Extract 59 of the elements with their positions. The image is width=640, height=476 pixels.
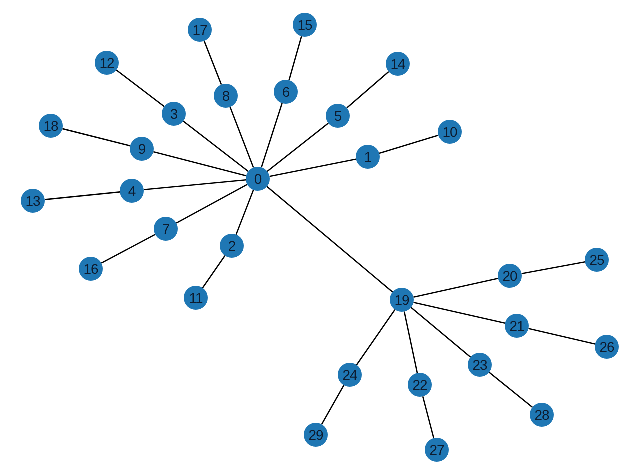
edge-line: [288, 36, 302, 81]
edge-line: [379, 134, 439, 154]
graph-node: 13: [21, 189, 45, 213]
graph-node: 11: [184, 286, 208, 310]
graph-node: 7: [154, 217, 178, 241]
graph-node: 0: [246, 167, 270, 191]
graph-node: 28: [530, 403, 554, 427]
edge-line: [414, 278, 498, 298]
edge-line: [44, 192, 120, 200]
edge-line: [202, 256, 226, 288]
edge-line: [144, 180, 246, 190]
graph-node: 10: [438, 120, 462, 144]
graph-node: 16: [79, 257, 103, 281]
graph-node: 19: [390, 288, 414, 312]
graph-node: 4: [120, 179, 144, 203]
edge-line: [266, 186, 394, 293]
edge-line: [230, 106, 254, 168]
edge-line: [261, 103, 283, 168]
edge-line: [346, 71, 390, 109]
edge-line: [422, 396, 435, 439]
graph-node: 1: [356, 145, 380, 169]
graph-node: 23: [468, 353, 492, 377]
edge-line: [101, 234, 156, 264]
graph-node: 29: [304, 423, 328, 447]
edge-line: [522, 262, 586, 274]
edge-line: [267, 122, 329, 172]
edge-line: [176, 184, 248, 224]
graph-node: 3: [162, 102, 186, 126]
edge-line: [62, 128, 131, 147]
edge-line: [116, 70, 165, 108]
edge-line: [528, 328, 596, 345]
graph-node: 15: [293, 13, 317, 37]
graph-node: 17: [188, 18, 212, 42]
graph-node: 18: [39, 114, 63, 138]
graph-node: 27: [425, 438, 449, 462]
edge-line: [414, 302, 506, 324]
graph-node: 26: [595, 335, 619, 359]
edge-line: [153, 151, 247, 177]
edge-line: [236, 190, 254, 236]
edge-line: [183, 120, 249, 172]
edge-line: [410, 307, 472, 358]
edge-line: [488, 372, 534, 408]
edge-line: [404, 312, 418, 374]
graph-node: 5: [326, 104, 350, 128]
graph-node: 20: [498, 264, 522, 288]
graph-node: 2: [220, 234, 244, 258]
graph-node: 21: [505, 314, 529, 338]
edge-line: [356, 309, 396, 366]
graph-node: 8: [214, 84, 238, 108]
graph-node: 6: [274, 80, 298, 104]
graph-node: 25: [585, 248, 609, 272]
graph-node: 24: [338, 363, 362, 387]
edge-line: [270, 158, 356, 178]
graph-node: 22: [408, 373, 432, 397]
graph-node: 12: [95, 51, 119, 75]
edge-line: [204, 40, 222, 86]
graph-node: 9: [130, 137, 154, 161]
graph-node: 14: [386, 52, 410, 76]
edge-line: [321, 385, 345, 425]
